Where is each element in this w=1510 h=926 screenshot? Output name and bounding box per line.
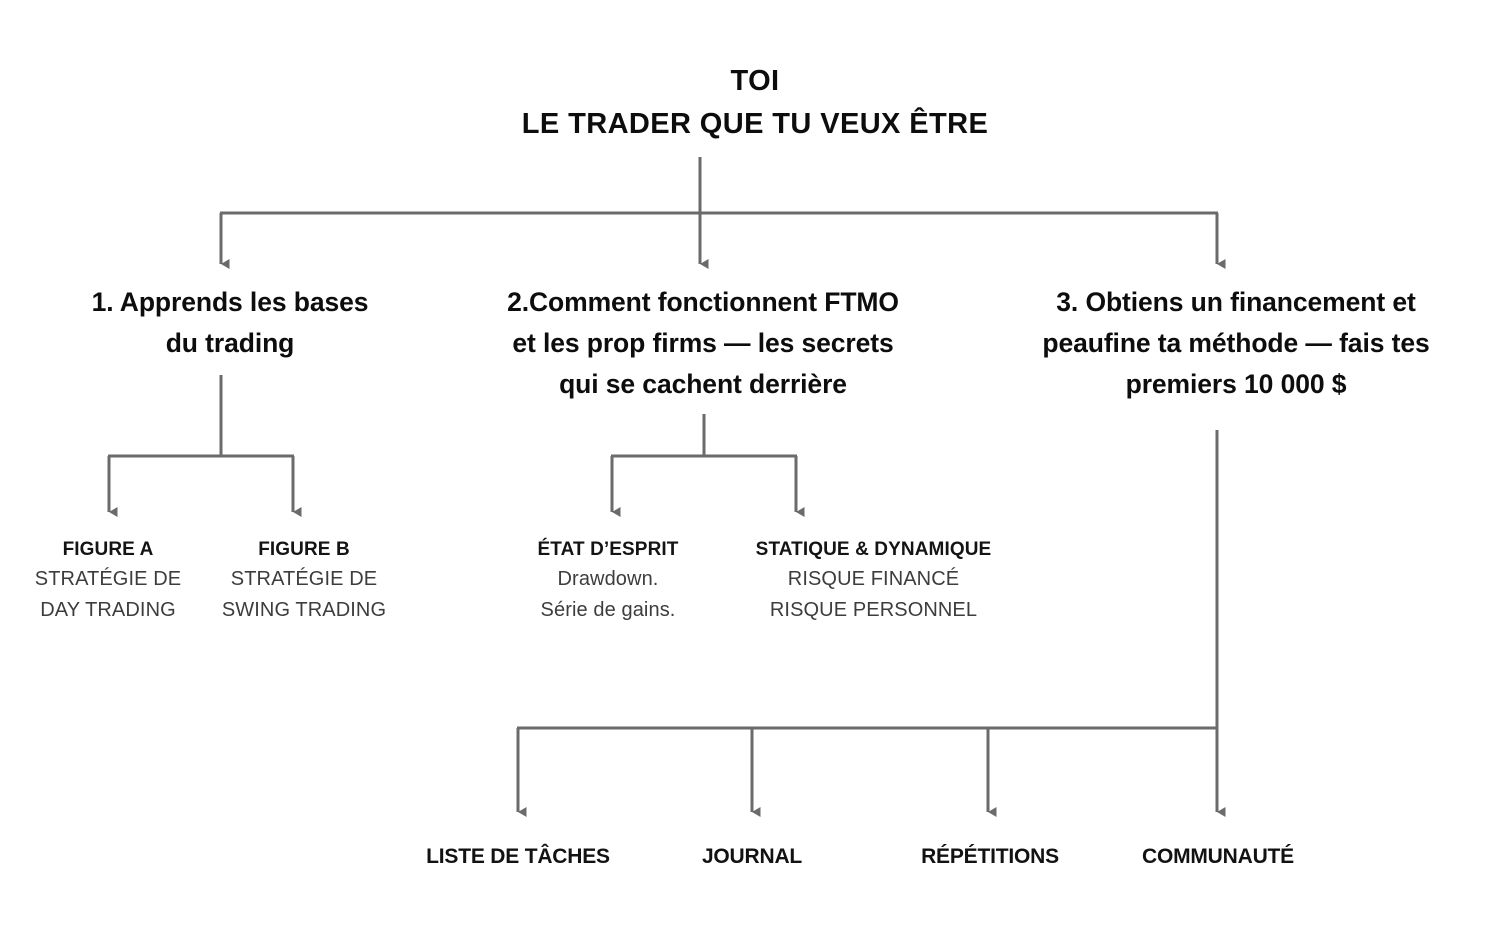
bottom-node-repetitions: RÉPÉTITIONS: [921, 845, 1059, 868]
figure-b-sub-2: SWING TRADING: [221, 598, 387, 621]
branch-3-line-2: peaufine ta méthode — fais tes: [1042, 328, 1430, 358]
statique-dynamique-title: STATIQUE & DYNAMIQUE: [755, 539, 992, 560]
bottom-node-liste-de-taches: LISTE DE TÂCHES: [426, 845, 610, 868]
bottom-node-journal: JOURNAL: [701, 845, 803, 868]
leaf-node-figure-b: FIGURE B STRATÉGIE DE SWING TRADING: [204, 536, 404, 625]
branch-node-2: 2.Comment fonctionnent FTMO et les prop …: [438, 282, 968, 405]
branch-2-line-1: 2.Comment fonctionnent FTMO: [507, 287, 899, 317]
bottom-node-communaute: COMMUNAUTÉ: [1142, 845, 1294, 868]
branch-2-line-2: et les prop firms — les secrets: [512, 328, 894, 358]
branch-2-line-3: qui se cachent derrière: [559, 369, 847, 399]
root-node: TOI LE TRADER QUE TU VEUX ÊTRE: [0, 60, 1510, 146]
figure-a-sub-2: DAY TRADING: [40, 598, 176, 621]
branch-3-line-1: 3. Obtiens un financement et: [1056, 287, 1416, 317]
leaf-node-figure-a: FIGURE A STRATÉGIE DE DAY TRADING: [8, 536, 208, 625]
root-title-line-2: LE TRADER QUE TU VEUX ÊTRE: [521, 108, 989, 140]
statique-dynamique-sub-2: RISQUE PERSONNEL: [769, 598, 978, 621]
branch-3-line-3: premiers 10 000 $: [1125, 369, 1347, 399]
etat-desprit-sub-2: Série de gains.: [540, 598, 676, 621]
figure-a-title: FIGURE A: [62, 539, 154, 560]
figure-b-title: FIGURE B: [258, 539, 350, 560]
branch-1-line-2: du trading: [165, 328, 295, 358]
figure-b-sub-1: STRATÉGIE DE: [230, 568, 378, 590]
figure-a-sub-1: STRATÉGIE DE: [34, 568, 182, 590]
branch-1-line-1: 1. Apprends les bases: [91, 287, 369, 317]
branch-node-3: 3. Obtiens un financement et peaufine ta…: [976, 282, 1496, 405]
etat-desprit-sub-1: Drawdown.: [557, 568, 659, 590]
leaf-node-statique-dynamique: STATIQUE & DYNAMIQUE RISQUE FINANCÉ RISQ…: [716, 536, 1031, 625]
root-title-line-1: TOI: [730, 65, 780, 97]
leaf-node-etat-desprit: ÉTAT D’ESPRIT Drawdown. Série de gains.: [508, 536, 708, 625]
branch-node-1: 1. Apprends les bases du trading: [20, 282, 440, 364]
etat-desprit-title: ÉTAT D’ESPRIT: [537, 539, 679, 560]
statique-dynamique-sub-1: RISQUE FINANCÉ: [787, 568, 960, 590]
